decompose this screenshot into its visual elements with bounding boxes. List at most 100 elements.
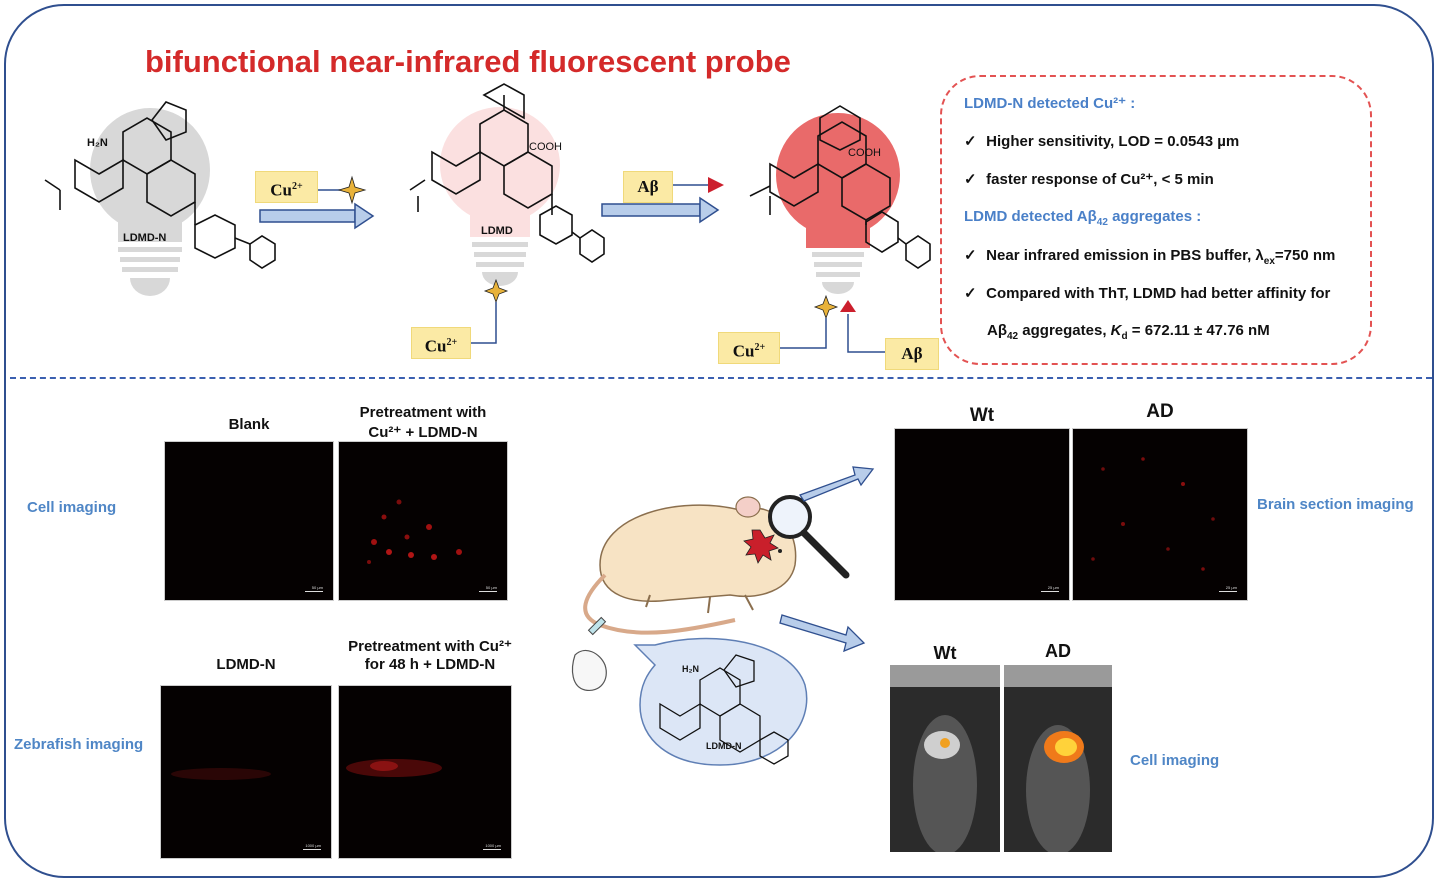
arrow-2-icon (601, 196, 720, 224)
mouse-image-ad (1004, 665, 1112, 852)
label-cell-imaging-right: Cell imaging (1130, 752, 1220, 769)
abeta-triangle-icon (673, 177, 724, 193)
label-wt-brain: Wt (969, 405, 995, 426)
label-ad-brain: AD (1146, 401, 1174, 422)
cu-tag-1: Cu2+ (255, 171, 318, 203)
box-item-sensitivity-text: Higher sensitivity, LOD = 0.0543 µm (986, 133, 1240, 150)
section-divider (10, 377, 1432, 379)
box-item-kd-prefix: Aβ (987, 322, 1007, 339)
box-heading-abeta-sub: 42 (1096, 217, 1108, 228)
copper-star-icon (318, 175, 367, 205)
brain-burst-icon (743, 529, 779, 564)
box-item-sensitivity: ✓ Higher sensitivity, LOD = 0.0543 µm (964, 132, 1239, 150)
properties-box (940, 75, 1372, 365)
cell-dots (367, 499, 462, 564)
label-pretreat48-line1: Pretreatment with Cu²⁺ (348, 638, 512, 655)
cell-image-pretreat: 50 µm (338, 441, 508, 601)
scale-bar (479, 591, 497, 592)
cu-tag-3: Cu2+ (718, 332, 780, 364)
box-item-kd-mid: aggregates, (1018, 322, 1111, 339)
box-item-response: ✓ faster response of Cu²⁺, < 5 min (964, 170, 1214, 188)
bulb-pink-icon (440, 107, 560, 286)
figure-title: bifunctional near-infrared fluorescent p… (145, 44, 791, 79)
box-item-kd-sub: 42 (1007, 331, 1019, 342)
brain-section-wt: 25 µm (894, 428, 1070, 601)
mouse-icon (583, 496, 797, 635)
cu-tag-2-text: Cu (424, 336, 447, 356)
box-heading-abeta-suffix: aggregates : (1107, 208, 1202, 225)
label-ad-mouse: AD (1045, 641, 1071, 661)
scale-bar (305, 591, 323, 592)
label-pretreat48-line2: for 48 h + LDMD-N (364, 656, 496, 673)
plaque-dots (1091, 457, 1215, 571)
cu-tag-2-sup: 2+ (446, 337, 458, 348)
cooh-label-2: COOH (848, 147, 881, 159)
box-heading-abeta: LDMD detected Aβ42 aggregates : (964, 208, 1201, 228)
zebrafish-image-pretreat: 1000 µm (338, 685, 512, 859)
box-heading-cu: LDMD-N detected Cu²⁺ : (964, 95, 1136, 112)
mechanism-diagram (44, 83, 931, 353)
box-item-tht-text: Compared with ThT, LDMD had better affin… (986, 285, 1331, 302)
syringe-hand-icon (571, 616, 607, 692)
box-item-response-text: faster response of Cu²⁺, < 5 min (986, 171, 1214, 188)
check-icon: ✓ (964, 133, 977, 150)
cu-tag-1-text: Cu (270, 180, 293, 200)
bulb2-cu-connector (463, 278, 509, 344)
scale-bar-label: 25 µm (1225, 585, 1237, 590)
molecule-ldmdn-2 (659, 654, 789, 765)
cell-image-blank: 50 µm (164, 441, 334, 601)
mouse-ad-render (1004, 665, 1112, 852)
bulb-gray-icon (90, 108, 210, 296)
mouse-image-wt (890, 665, 1000, 852)
check-icon: ✓ (964, 247, 977, 264)
arrow-to-brain-section-icon (799, 466, 875, 502)
ldmd-molecule-label: LDMD (481, 225, 513, 237)
scale-bar (303, 849, 321, 850)
brain-section-ad: 25 µm (1072, 428, 1248, 601)
molecule-ldmdn-1 (44, 101, 276, 269)
cu-tag-3-text: Cu (732, 341, 755, 361)
scale-bar-label: 50 µm (485, 585, 497, 590)
box-item-nir: ✓ Near infrared emission in PBS buffer, … (964, 246, 1335, 267)
speech-bubble-icon (633, 637, 808, 766)
box-item-kd-k: K (1110, 322, 1122, 339)
scale-bar-label: 1000 µm (485, 843, 501, 848)
magnifier-icon (768, 495, 850, 579)
check-icon: ✓ (964, 171, 977, 188)
box-item-nir-sub: ex (1263, 256, 1275, 267)
box-item-kd-ksub: d (1121, 331, 1128, 342)
box-item-nir-suffix: =750 nm (1274, 247, 1336, 264)
box-item-kd: Aβ42 aggregates, Kd = 672.11 ± 47.76 nM (987, 322, 1270, 342)
bulb-red-icon (776, 113, 900, 294)
check-icon: ✓ (964, 285, 977, 302)
cooh-label-1: COOH (529, 141, 562, 153)
h2n-label-1: H₂N (87, 137, 108, 149)
zebrafish-glow-2 (346, 759, 442, 777)
abeta-tag-2: Aβ (885, 338, 939, 370)
bulb3-connectors (780, 294, 885, 353)
label-cell-imaging-left: Cell imaging (27, 499, 117, 516)
scale-bar-label: 50 µm (311, 585, 323, 590)
outer-frame (4, 4, 1434, 878)
zebrafish-glow-1 (171, 768, 271, 780)
label-wt-mouse: Wt (933, 643, 957, 663)
ldmdn-molecule-label: LDMD-N (123, 232, 167, 244)
ldmdn-bubble-label: LDMD-N (706, 741, 742, 751)
box-item-tht: ✓ Compared with ThT, LDMD had better aff… (964, 284, 1330, 302)
molecule-ldmd-abeta (749, 105, 931, 269)
molecule-ldmd (409, 83, 605, 263)
scale-bar-label: 25 µm (1047, 585, 1059, 590)
arrow-to-live-imaging-icon (779, 614, 866, 653)
box-heading-abeta-prefix: LDMD detected Aβ (964, 208, 1097, 225)
h2n-label-2: H₂N (682, 664, 699, 674)
box-item-kd-suffix: = 672.11 ± 47.76 nM (1127, 322, 1270, 339)
label-blank: Blank (228, 416, 270, 433)
arrow-1-icon (259, 202, 375, 230)
label-pretreat-cu-line2: Cu²⁺ + LDMD-N (368, 424, 478, 441)
scale-bar-label: 1000 µm (305, 843, 321, 848)
cu-tag-1-sup: 2+ (292, 181, 303, 192)
mouse-illustration (571, 466, 875, 766)
label-brain-section-imaging: Brain section imaging (1257, 496, 1414, 513)
scale-bar (1041, 591, 1059, 592)
zebrafish-image-ldmdn: 1000 µm (160, 685, 332, 859)
